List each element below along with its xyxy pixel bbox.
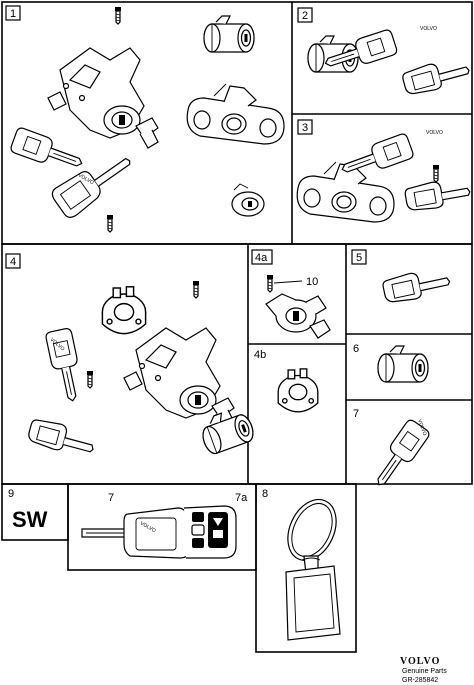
label-8: 8 (262, 488, 268, 500)
ignition-switch-part-2 (123, 327, 235, 429)
small-cylinder-part (231, 183, 265, 217)
remote-key-part-2 (402, 63, 470, 95)
label-5: 5 (356, 252, 362, 264)
label-1: 1 (10, 8, 16, 20)
screw-part (114, 6, 122, 25)
label-4b: 4b (254, 349, 266, 361)
label-remote-7: 7 (108, 492, 114, 504)
screw-part-2 (106, 214, 114, 233)
panel-frames (1, 1, 473, 653)
panel-8 (285, 498, 341, 641)
label-4a: 4a (255, 252, 268, 264)
panel-4a (265, 274, 331, 339)
ignition-switch-part (47, 47, 159, 149)
remote-key-part-5 (382, 272, 451, 303)
panel-5 (382, 272, 451, 303)
panel-7: VOLVO (367, 417, 432, 493)
volvo-logo: VOLVO (400, 656, 440, 667)
screw-part-10 (266, 274, 274, 293)
footer: VOLVO Genuine Parts GR-285842 (400, 656, 447, 684)
panel-labels: 1 2 3 4 4a 10 4b 5 6 7 9 SW 7 7a 8 (5, 5, 367, 532)
ignition-switch-small-part (265, 293, 331, 339)
callout-10: 10 (306, 276, 318, 288)
label-7: 7 (353, 408, 359, 420)
lock-cylinder-part (203, 15, 255, 53)
key-brand-2: VOLVO (420, 26, 437, 32)
key-brand-7: VOLVO (416, 419, 427, 437)
label-3: 3 (302, 122, 308, 134)
panel-remote: VOLVO (81, 505, 237, 559)
remote-key-part-4 (28, 419, 94, 453)
footer-subtitle: Genuine Parts (402, 668, 447, 675)
label-6: 6 (353, 343, 359, 355)
mounting-plate-part (186, 83, 285, 145)
panel-6 (377, 345, 429, 383)
screw-part-5 (86, 370, 94, 389)
key-brand-3: VOLVO (426, 130, 443, 136)
label-remote-7a: 7a (235, 492, 248, 504)
sw-label: SW (12, 507, 48, 532)
key-part (8, 126, 87, 177)
panel-2: VOLVO (307, 26, 470, 95)
remote-key-part (51, 157, 131, 218)
ignition-module-part-2 (277, 368, 319, 413)
remote-key-part-3 (404, 181, 471, 211)
panel-3: VOLVO (296, 130, 471, 223)
label-2: 2 (302, 10, 308, 22)
label-4: 4 (10, 256, 16, 268)
ignition-module-part (101, 286, 147, 335)
panel-1: VOLVO (8, 6, 285, 233)
lock-cylinder-part-4 (377, 345, 429, 383)
panel-4b (277, 368, 319, 413)
screw-part-4 (192, 280, 200, 299)
footer-code: GR-285842 (402, 677, 438, 684)
screw-part-3 (432, 164, 440, 183)
label-9: 9 (8, 488, 14, 500)
panel-4: VOLVO (28, 280, 257, 457)
